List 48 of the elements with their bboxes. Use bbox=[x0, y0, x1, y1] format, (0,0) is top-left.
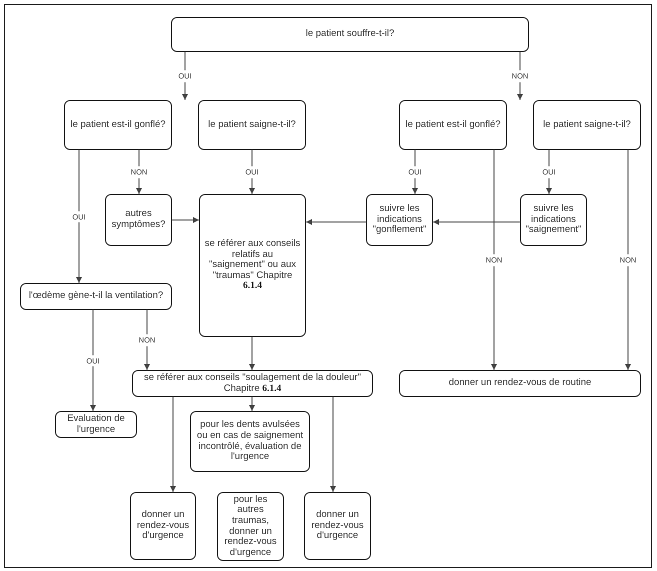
box-label: le patient est-il gonflé? bbox=[70, 120, 166, 130]
arrow bbox=[491, 150, 497, 370]
flow-box bbox=[399, 370, 641, 397]
flow-box bbox=[190, 411, 310, 472]
box-label: le patient est-il gonflé? bbox=[405, 120, 501, 130]
flow-box bbox=[105, 194, 172, 246]
flow-box bbox=[399, 100, 507, 150]
box-label: donner un rendez-vous d'urgence bbox=[310, 510, 365, 542]
flow-box bbox=[20, 283, 172, 310]
flow-box bbox=[64, 100, 172, 150]
flow-box bbox=[199, 194, 306, 337]
arrow bbox=[432, 219, 520, 225]
flow-box bbox=[132, 370, 373, 397]
flow-box bbox=[198, 100, 306, 150]
arrow bbox=[249, 396, 255, 412]
arrow bbox=[306, 219, 366, 225]
arrow bbox=[144, 310, 150, 370]
arrow bbox=[76, 150, 82, 284]
arrow bbox=[517, 52, 523, 100]
box-label: pour les autres traumas, donner un rendez-vous d'urgence bbox=[223, 494, 278, 558]
flow-box bbox=[520, 194, 587, 246]
box-label: se référer aux conseils "soulagement de la douleur" Chapitre 6.1.4 bbox=[143, 372, 362, 394]
box-label: le patient saigne-t-il? bbox=[208, 120, 296, 130]
box-label: pour les dents avulsées ou en cas de saignement incontrôlé, évaluation de l'urgence bbox=[196, 420, 304, 463]
flow-box bbox=[533, 100, 641, 150]
box-label: suivre les indications "gonflement" bbox=[372, 204, 428, 236]
flow-box bbox=[55, 411, 137, 438]
flow-box bbox=[217, 492, 284, 561]
box-label: donner un rendez-vous d'urgence bbox=[136, 510, 190, 542]
box-label: autres symptômes? bbox=[110, 209, 166, 231]
box-label: se référer aux conseils relatifs au "saignement" ou aux "traumas" Chapitre 6.1.4 bbox=[204, 238, 302, 292]
arrow bbox=[172, 217, 200, 223]
box-label: donner un rendez-vous de routine bbox=[448, 378, 592, 389]
flow-box bbox=[366, 194, 433, 246]
arrow bbox=[170, 396, 176, 492]
arrow bbox=[625, 150, 631, 370]
arrow bbox=[249, 336, 255, 370]
box-label: le patient saigne-t-il? bbox=[543, 120, 631, 130]
arrow bbox=[90, 310, 96, 412]
arrow bbox=[330, 396, 336, 492]
flow-box bbox=[304, 492, 371, 560]
arrow bbox=[136, 150, 142, 194]
flow-box bbox=[130, 492, 196, 560]
box-label: suivre les indications "saignement" bbox=[524, 204, 582, 236]
box-label: l'œdème gène-t-il la ventilation? bbox=[28, 291, 164, 302]
box-label: le patient souffre-t-il? bbox=[306, 29, 394, 40]
flow-box bbox=[171, 17, 529, 52]
box-label: Evaluation de l'urgence bbox=[66, 414, 126, 436]
